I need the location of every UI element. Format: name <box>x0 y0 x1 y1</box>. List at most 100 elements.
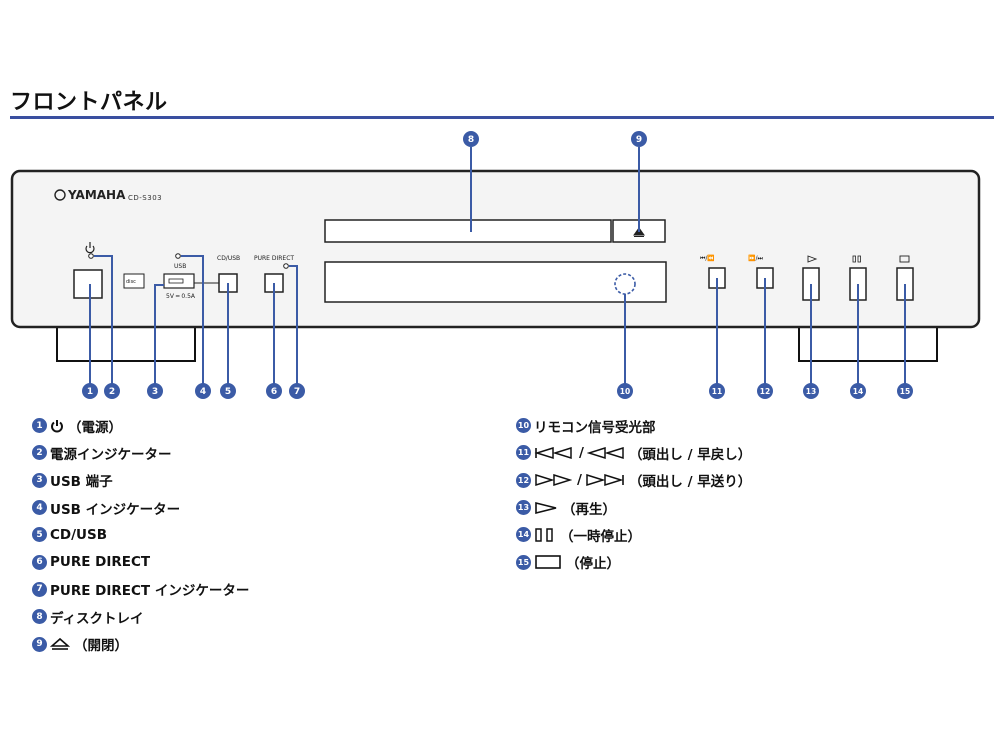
callout-circle <box>709 383 725 399</box>
callout-circle <box>463 131 479 147</box>
pause-icon <box>534 527 556 543</box>
model-label: CD-S303 <box>128 194 162 202</box>
page-title: フロントパネル <box>10 90 168 115</box>
legend-text: PURE DIRECT インジケーター <box>50 583 250 600</box>
legend-text: （停止） <box>566 556 620 573</box>
callout-circle <box>631 131 647 147</box>
power-indicator <box>88 253 94 259</box>
eject-icon <box>50 636 70 652</box>
callout-number: 3 <box>152 387 158 397</box>
callout-circle <box>195 383 211 399</box>
callout-circle <box>104 383 120 399</box>
callout-number: 14 <box>853 387 863 396</box>
legend-text: 電源インジケーター <box>50 446 172 463</box>
legend-item: 9 （開閉） <box>32 630 249 657</box>
callout-circle <box>803 383 819 399</box>
stop-icon <box>534 554 562 570</box>
power-icon <box>50 418 64 434</box>
callout-circle <box>897 383 913 399</box>
eject-icon <box>633 227 645 237</box>
callout-number: 10 <box>620 387 630 396</box>
legend-text: （一時停止） <box>560 528 641 545</box>
display-window <box>324 261 667 303</box>
callout-marker: 14 <box>850 383 866 399</box>
legend-text: （再生） <box>562 501 616 518</box>
legend-text: （電源） <box>68 419 122 436</box>
callout-circle <box>220 383 236 399</box>
callout-marker: 2 <box>104 383 120 399</box>
legend-text: PURE DIRECT <box>50 554 151 571</box>
stop-symbol <box>899 255 910 263</box>
callout-circle <box>147 383 163 399</box>
pause-symbol <box>852 255 861 263</box>
legend-separator: / <box>579 444 584 461</box>
legend-number-badge: 15 <box>516 554 531 570</box>
ff-skip-forward-symbol: ⏩/⏭ <box>748 254 763 262</box>
legend-item: 12/（頭出し / 早送り） <box>516 467 751 494</box>
legend-text: CD/USB <box>50 526 108 543</box>
pure-direct-indicator <box>283 263 289 269</box>
legend-item: 15 （停止） <box>516 548 751 575</box>
callout-circle <box>757 383 773 399</box>
rewind-icon <box>586 445 625 461</box>
power-button <box>73 269 103 299</box>
right-foot <box>798 324 938 362</box>
legend-text: USB インジケーター <box>50 501 181 518</box>
callout-marker: 3 <box>147 383 163 399</box>
callout-number: 2 <box>109 387 115 397</box>
callout-marker: 11 <box>709 383 725 399</box>
compact-disc-logo <box>123 273 145 289</box>
front-panel-diagram: YAMAHA CD-S303 disc USB 5V ━ 0.5A CD/USB… <box>10 131 981 399</box>
callout-marker: 1 <box>82 383 98 399</box>
callout-marker: 10 <box>617 383 633 399</box>
callout-circle <box>850 383 866 399</box>
callout-marker: 15 <box>897 383 913 399</box>
legend-number-badge: 2 <box>32 445 47 461</box>
usb-power-label: 5V ━ 0.5A <box>166 293 196 300</box>
disc-tray <box>324 219 612 243</box>
play-symbol <box>807 255 818 263</box>
fast-forward-icon <box>534 472 572 488</box>
legend-text: （頭出し / 早戻し） <box>628 446 752 463</box>
legend-number-badge: 3 <box>32 472 47 488</box>
callout-circle <box>266 383 282 399</box>
usb-indicator <box>175 253 181 259</box>
legend-separator: / <box>577 472 582 489</box>
legend-number-badge: 7 <box>32 581 47 597</box>
callout-number: 4 <box>200 387 206 397</box>
callout-circle <box>617 383 633 399</box>
callout-circle <box>289 383 305 399</box>
legend-text: （開閉） <box>74 638 128 655</box>
left-foot <box>56 324 196 362</box>
legend-item: 14（一時停止） <box>516 521 751 548</box>
callout-number: 11 <box>712 387 722 396</box>
legend-text: リモコン信号受光部 <box>534 419 656 436</box>
legend-text: ディスクトレイ <box>50 610 144 627</box>
cd-usb-label: CD/USB <box>217 255 240 262</box>
skip-back-rewind-symbol: ⏮/⏪ <box>700 254 715 262</box>
skip-forward-icon <box>585 472 625 488</box>
legend-item: 1（電源） <box>32 412 249 439</box>
callout-number: 6 <box>271 387 277 397</box>
callout-number: 9 <box>636 135 642 145</box>
legend-number-badge: 13 <box>516 500 531 516</box>
callout-number: 8 <box>468 135 474 145</box>
pure-direct-label: PURE DIRECT <box>254 255 294 262</box>
callout-marker: 5 <box>220 383 236 399</box>
callout-marker: 4 <box>195 383 211 399</box>
legend-number-badge: 9 <box>32 636 47 652</box>
legend-number-badge: 4 <box>32 500 47 516</box>
skip-back-icon <box>534 445 574 461</box>
legend-number-badge: 10 <box>516 418 531 434</box>
legend-number-badge: 11 <box>516 445 531 461</box>
power-icon <box>85 242 95 254</box>
callout-number: 5 <box>225 387 231 397</box>
